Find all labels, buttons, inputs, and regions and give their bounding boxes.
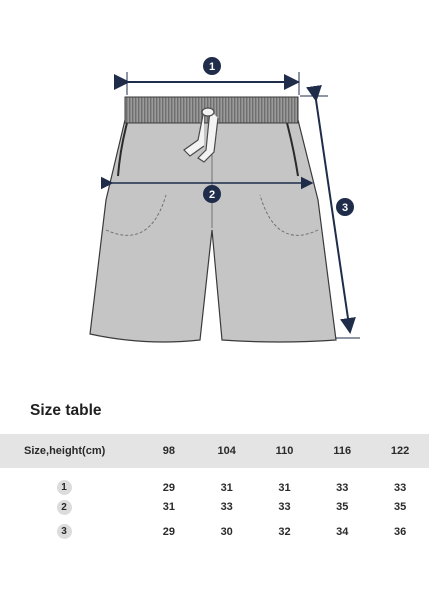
size-104: 104 xyxy=(217,445,236,457)
table-cell: 33 xyxy=(336,481,349,494)
size-header-row: Size,height(cm) 98 104 110 116 122 xyxy=(0,434,429,468)
size-table: Size,height(cm) 98 104 110 116 122 1 29 … xyxy=(0,434,429,544)
table-cell: 31 xyxy=(278,481,291,494)
shorts-diagram: 1 2 3 xyxy=(89,57,360,343)
size-table-title: Size table xyxy=(30,402,102,419)
svg-text:2: 2 xyxy=(209,189,215,201)
table-cell: 32 xyxy=(278,525,291,538)
table-cell: 30 xyxy=(220,525,233,538)
right-pocket xyxy=(286,122,299,177)
row-marker-3: 3 xyxy=(56,524,72,540)
left-seam xyxy=(105,194,167,236)
marker-2: 2 xyxy=(203,185,221,203)
table-row: 3 29 30 32 34 36 xyxy=(0,520,429,545)
table-cell: 31 xyxy=(220,481,233,494)
table-row: 1 29 31 31 33 33 xyxy=(0,468,429,495)
drawstring xyxy=(183,107,219,163)
table-cell: 33 xyxy=(278,501,291,514)
right-seam xyxy=(259,194,319,236)
size-98: 98 xyxy=(162,445,176,457)
table-cell: 31 xyxy=(162,501,176,514)
svg-text:1: 1 xyxy=(209,61,215,73)
table-cell: 34 xyxy=(336,525,349,538)
shorts-body xyxy=(89,119,337,343)
svg-text:3: 3 xyxy=(342,202,348,214)
table-cell: 29 xyxy=(162,481,176,494)
table-row: 2 31 33 33 35 35 xyxy=(0,495,429,520)
row-header: Size,height(cm) xyxy=(24,445,106,457)
table-cell: 35 xyxy=(336,501,349,514)
size-110: 110 xyxy=(275,445,294,457)
table-cell: 35 xyxy=(393,501,407,514)
marker-1: 1 xyxy=(203,57,221,75)
left-pocket xyxy=(117,122,128,177)
table-cell: 29 xyxy=(162,525,176,538)
table-cell: 33 xyxy=(393,481,407,494)
row-marker-2: 2 xyxy=(56,499,72,515)
row-marker-1: 1 xyxy=(56,480,72,495)
table-cell: 33 xyxy=(220,501,233,514)
size-122: 122 xyxy=(390,445,410,457)
table-cell: 36 xyxy=(393,525,407,538)
marker-3: 3 xyxy=(336,198,354,216)
size-116: 116 xyxy=(333,445,352,457)
